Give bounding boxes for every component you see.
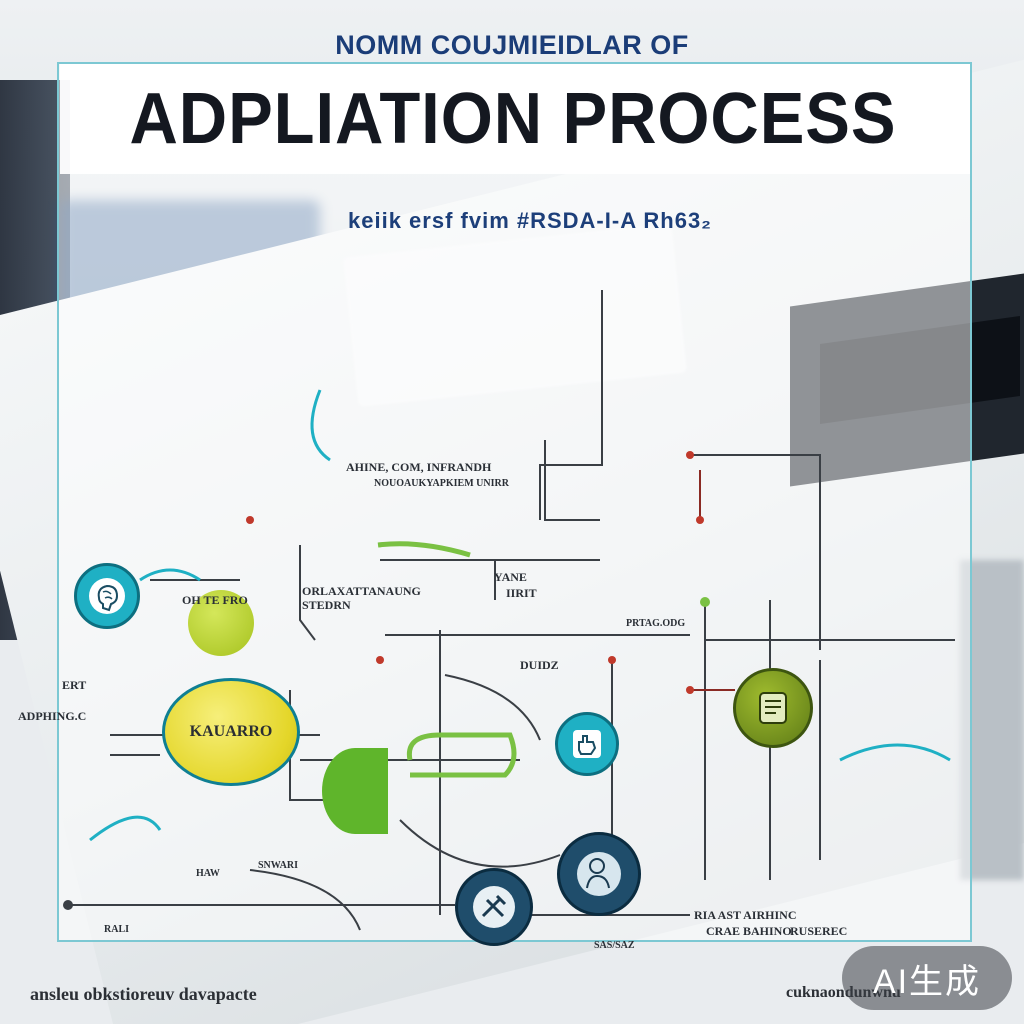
connector	[544, 440, 600, 521]
connector-dot	[608, 656, 616, 664]
connector-teal	[839, 743, 951, 762]
olive-node[interactable]	[733, 668, 813, 748]
label-br-1: RIA AST AIRHINC	[694, 908, 797, 922]
connector	[690, 454, 821, 650]
label-right-small: PRTAG.ODG	[626, 618, 686, 629]
connector-dot	[376, 656, 384, 664]
connector	[399, 819, 561, 868]
hand-node[interactable]	[555, 712, 619, 776]
connector-teal	[139, 568, 201, 582]
label-center-curve: DUIDZ	[520, 658, 559, 672]
kauarro-node[interactable]: KAUARRO	[162, 678, 300, 786]
connector-green	[406, 732, 517, 778]
label-br-2: CRAE BAHINO	[706, 924, 792, 938]
person-node[interactable]	[557, 832, 641, 916]
connector-green	[377, 541, 471, 558]
connector	[444, 674, 541, 741]
connector-dot	[246, 516, 254, 524]
label-bottom-center: SNWARI	[258, 860, 299, 871]
label-left-edge: ADPHING.C	[18, 709, 87, 723]
lime-node[interactable]	[188, 590, 254, 656]
label-top-center-1: AHINE, COM, INFRANDH	[346, 460, 492, 474]
label-mid-right-2: IIRIT	[506, 586, 537, 600]
label-bottom-small: RALI	[104, 924, 130, 935]
brain-icon	[89, 578, 125, 614]
ai-generated-watermark: AI生成	[842, 946, 1012, 1010]
connector-dot	[700, 597, 710, 607]
label-mid-right-1: YANE	[494, 570, 527, 584]
title-box	[60, 64, 970, 174]
connector-teal	[89, 815, 162, 842]
connector	[539, 290, 603, 520]
label-left-far: ERT	[62, 678, 87, 692]
tools-icon	[473, 886, 515, 928]
connector-dot	[63, 900, 73, 910]
label-top-center-2: NOUOAUKYAPKIEM UNIRR	[374, 478, 509, 489]
connector	[299, 545, 316, 641]
label-bottom-tiny: SAS/SAZ	[594, 940, 635, 951]
label-mid-center-1: ORLAXATTANAUNG	[302, 584, 421, 598]
hand-icon	[573, 730, 601, 758]
label-mid-left: OH TE FRO	[182, 593, 248, 607]
footer-left-caption: ansleu obkstioreuv davapacte	[30, 984, 257, 1004]
connector-dot	[686, 451, 694, 459]
person-icon	[577, 852, 621, 896]
main-title: ADPLIATION PROCESS	[129, 79, 897, 159]
connector	[249, 869, 361, 931]
label-bottom-left: HAW	[196, 868, 220, 879]
tools-node[interactable]	[455, 868, 533, 946]
subtitle: keiik ersf fvim #RSDA-I-A Rh63₂	[348, 208, 712, 233]
connector-teal	[310, 389, 331, 462]
label-mid-center-2: STEDRN	[302, 598, 351, 612]
brain-node[interactable]	[74, 563, 140, 629]
label-br-3: RUSEREC	[790, 924, 848, 938]
green-half-node[interactable]	[322, 748, 388, 834]
connector-dot	[696, 516, 704, 524]
kauarro-node-label: KAUARRO	[189, 723, 273, 740]
connector-dot	[686, 686, 694, 694]
supertitle: NOMM COUJMIEIDLAR OF	[335, 30, 689, 60]
document-icon	[759, 692, 787, 724]
